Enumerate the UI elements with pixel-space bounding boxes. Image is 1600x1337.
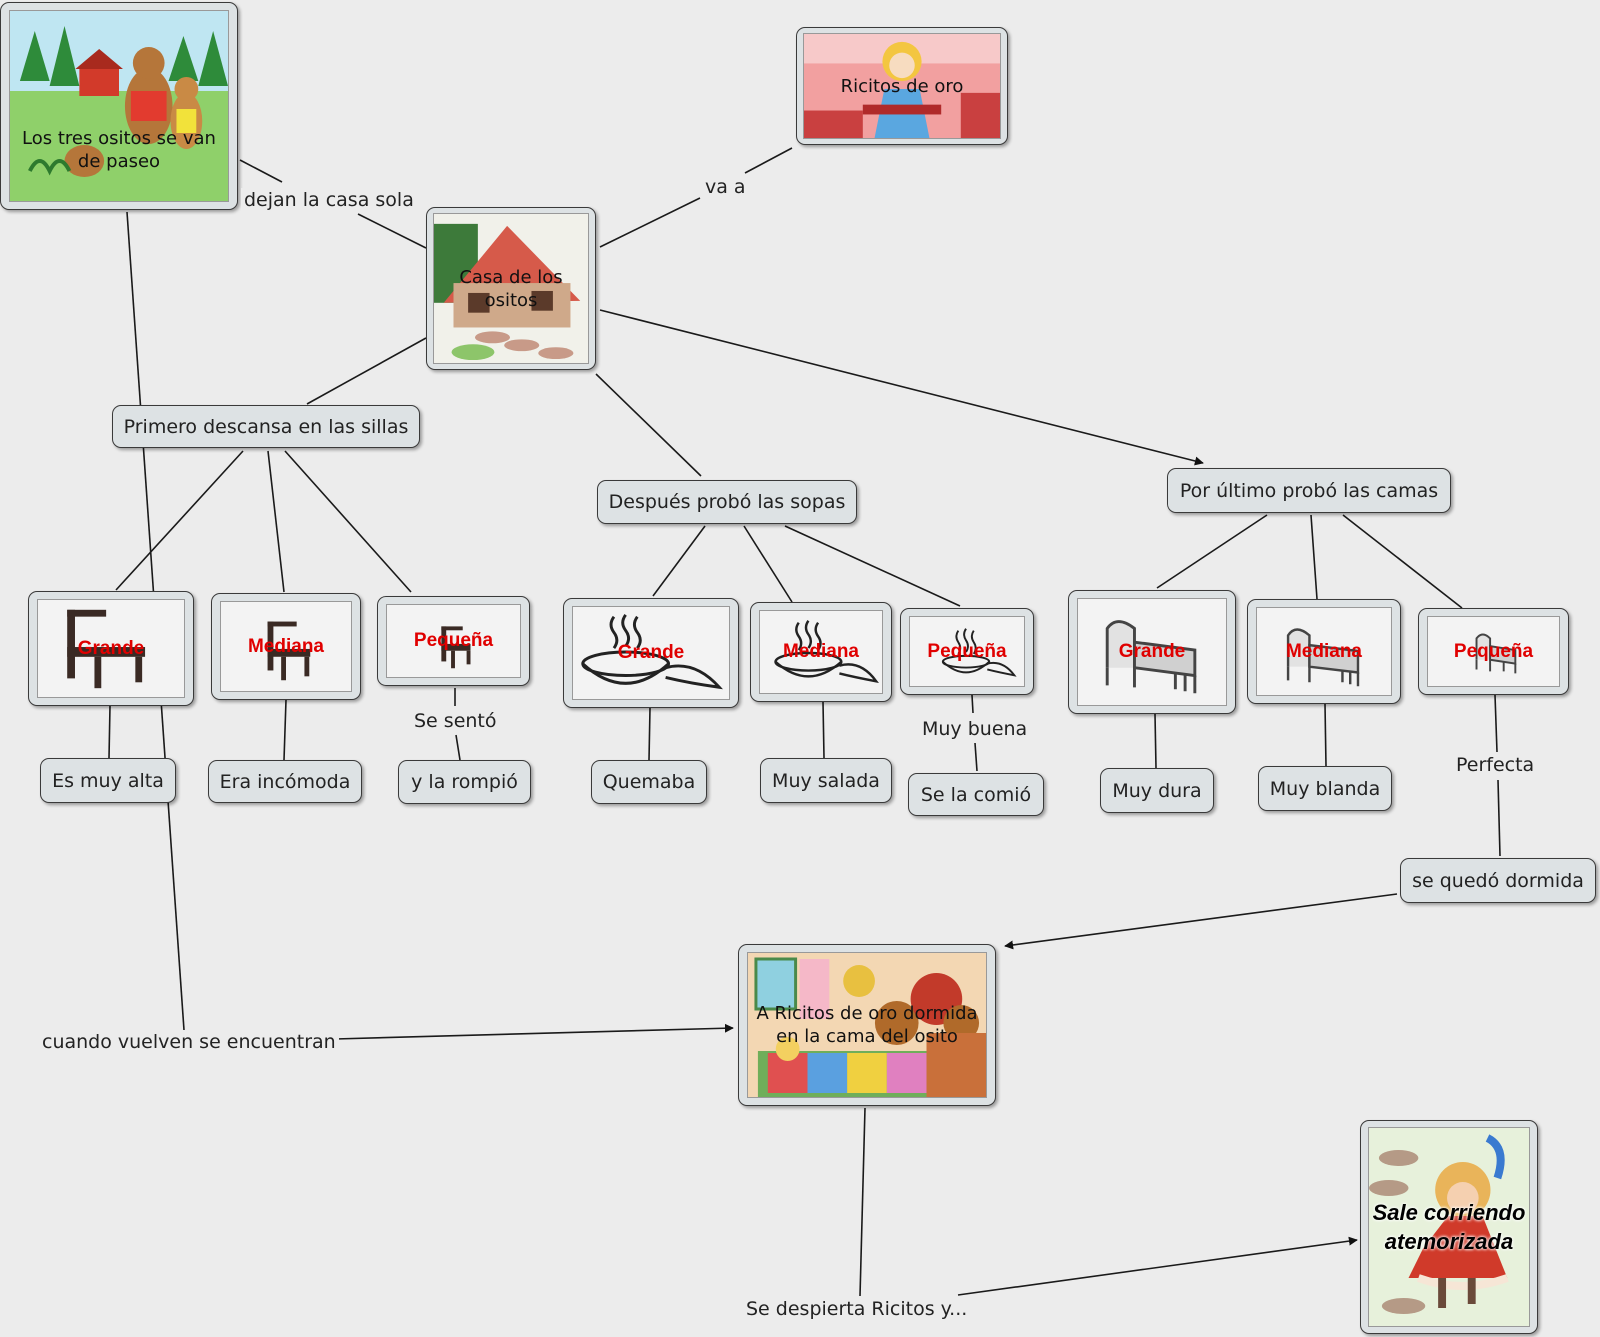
concept-se-la-comio-label: Se la comió	[920, 783, 1032, 806]
soup-bowl-icon	[581, 613, 723, 690]
concept-sopas[interactable]: Después probó las sopas	[597, 480, 857, 524]
chair-icon	[441, 626, 471, 669]
concept-se-quedo-dormida-label: se quedó dormida	[1412, 869, 1584, 892]
concept-dormida[interactable]: A Ricitos de oro dormida en la cama del …	[738, 944, 996, 1106]
concept-muy-blanda-label: Muy blanda	[1269, 777, 1381, 800]
concept-era-incomoda-label: Era incómoda	[219, 770, 351, 793]
bed-icon	[1105, 620, 1197, 694]
concept-sillas-label: Primero descansa en las sillas	[123, 415, 409, 438]
link-perfecta: Perfecta	[1453, 753, 1538, 777]
item-cama-grande[interactable]: Grande	[1068, 590, 1236, 714]
concept-casa[interactable]: Casa de los ositos	[426, 207, 596, 370]
running-goldilocks-picture	[1369, 1128, 1529, 1326]
goldilocks-picture	[804, 34, 1000, 138]
item-silla-pequena[interactable]: Pequeña	[377, 596, 530, 686]
concept-casa-label: Casa de los ositos	[459, 266, 563, 311]
link-va-a: va a	[702, 175, 749, 199]
concept-sale-label: Sale corriendo atemorizada	[1372, 1200, 1526, 1254]
concept-sale[interactable]: Sale corriendo atemorizada	[1360, 1120, 1538, 1334]
concept-es-muy-alta[interactable]: Es muy alta	[40, 758, 176, 803]
concept-dormida-label: A Ricitos de oro dormida en la cama del …	[756, 1003, 978, 1047]
concept-ositos-paseo-label: Los tres ositos se van de paseo	[22, 128, 216, 172]
concept-se-quedo-dormida[interactable]: se quedó dormida	[1400, 858, 1596, 903]
concept-muy-salada-label: Muy salada	[772, 769, 880, 792]
bears-walking-picture	[10, 11, 228, 201]
concept-sopas-label: Después probó las sopas	[608, 491, 846, 513]
item-cama-mediana-label: Mediana	[1285, 640, 1363, 662]
item-cama-pequena[interactable]: Pequeña	[1418, 608, 1569, 695]
bed-icon	[1286, 628, 1360, 687]
concept-muy-dura-label: Muy dura	[1112, 779, 1202, 802]
concept-la-rompio[interactable]: y la rompió	[398, 760, 531, 804]
item-cama-mediana[interactable]: Mediana	[1247, 599, 1401, 704]
link-muy-buena: Muy buena	[919, 717, 1031, 741]
house-picture	[434, 214, 588, 363]
item-silla-mediana[interactable]: Mediana	[211, 593, 361, 700]
concept-la-rompio-label: y la rompió	[411, 771, 518, 793]
concept-muy-blanda[interactable]: Muy blanda	[1258, 766, 1392, 811]
link-se-sento: Se sentó	[411, 709, 500, 733]
item-sopa-pequena[interactable]: Pequeña	[900, 608, 1034, 695]
item-sopa-grande[interactable]: Grande	[563, 598, 739, 708]
link-se-despierta: Se despierta Ricitos y...	[743, 1297, 971, 1321]
item-silla-grande[interactable]: Grande	[28, 591, 194, 706]
link-dejan: dejan la casa sola	[241, 188, 417, 212]
concept-sillas[interactable]: Primero descansa en las sillas	[112, 405, 420, 448]
item-silla-mediana-label: Mediana	[247, 635, 325, 657]
item-sopa-grande-label: Grande	[617, 642, 685, 663]
concept-ricitos[interactable]: Ricitos de oro	[796, 27, 1008, 145]
item-sopa-pequena-label: Pequeña	[927, 640, 1007, 662]
item-silla-grande-label: Grande	[77, 637, 145, 659]
concept-camas[interactable]: Por último probó las camas	[1167, 468, 1451, 513]
chair-icon	[67, 609, 146, 689]
soup-bowl-icon	[941, 628, 1017, 677]
sleeping-goldilocks-picture	[748, 953, 986, 1097]
concept-se-la-comio[interactable]: Se la comió	[908, 773, 1044, 816]
item-cama-grande-label: Grande	[1118, 641, 1186, 662]
concept-quemaba-label: Quemaba	[602, 771, 696, 793]
soup-bowl-icon	[774, 620, 879, 684]
item-sopa-mediana[interactable]: Mediana	[750, 602, 892, 702]
item-sopa-mediana-label: Mediana	[782, 641, 860, 662]
link-cuando-vuelven: cuando vuelven se encuentran	[39, 1030, 339, 1054]
concept-es-muy-alta-label: Es muy alta	[52, 769, 164, 792]
concept-camas-label: Por último probó las camas	[1179, 479, 1439, 502]
concept-muy-dura[interactable]: Muy dura	[1100, 768, 1214, 813]
item-silla-pequena-label: Pequeña	[413, 630, 494, 651]
bed-icon	[1475, 633, 1517, 674]
concept-ositos-paseo[interactable]: Los tres ositos se van de paseo	[0, 2, 238, 210]
concept-muy-salada[interactable]: Muy salada	[760, 758, 892, 803]
concept-quemaba[interactable]: Quemaba	[591, 760, 707, 804]
concept-era-incomoda[interactable]: Era incómoda	[208, 760, 362, 803]
chair-icon	[267, 621, 311, 681]
item-cama-pequena-label: Pequeña	[1453, 640, 1534, 662]
concept-ricitos-label: Ricitos de oro	[840, 75, 964, 97]
